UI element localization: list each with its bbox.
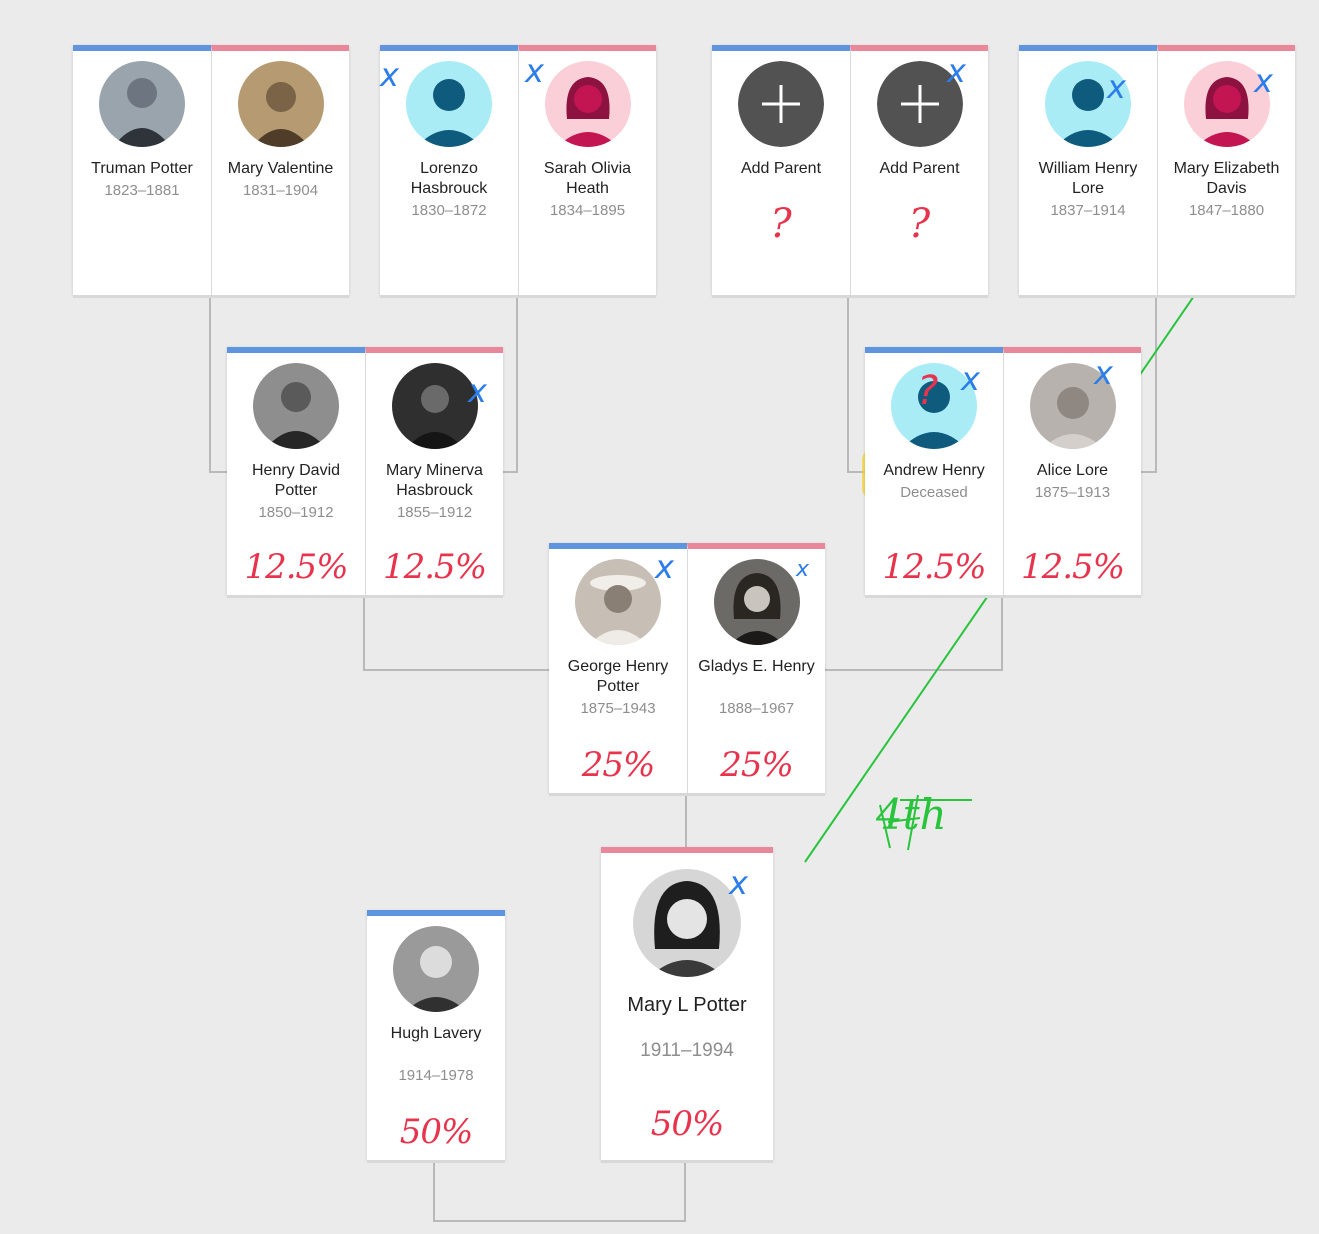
person-name: Lorenzo Hasbrouck	[410, 160, 488, 197]
person-card-mary-l-potter[interactable]: Mary L Potter 1911–1994 50% x	[601, 847, 773, 1160]
couple-card: Add Parent ? Add Parent ? x	[712, 45, 988, 295]
male-silhouette-icon	[891, 363, 977, 449]
person-years: 1875–1913	[1034, 484, 1111, 501]
cross-annotation: x	[380, 56, 399, 94]
female-silhouette-icon	[544, 61, 631, 147]
person-name: William Henry Lore	[1038, 160, 1138, 197]
dna-percent-annotation: 12.5%	[1020, 547, 1125, 587]
person-card-george-henry-potter[interactable]: George Henry Potter 1875–1943 25% x	[549, 543, 687, 793]
male-silhouette-icon	[406, 61, 492, 147]
photo-avatar	[575, 559, 661, 645]
person-card-sarah-olivia-heath[interactable]: Sarah Olivia Heath 1834–1895 x	[518, 45, 656, 295]
person-name: Sarah Olivia Heath	[543, 160, 632, 197]
photo-avatar	[237, 61, 324, 147]
add-parent-label: Add Parent	[740, 160, 822, 177]
photo-avatar	[253, 363, 339, 449]
person-card-lorenzo-hasbrouck[interactable]: Lorenzo Hasbrouck 1830–1872 x	[380, 45, 518, 295]
person-years: 1888–1967	[718, 700, 795, 717]
person-name: Mary Minerva Hasbrouck	[386, 462, 483, 499]
female-silhouette-icon	[1183, 61, 1270, 147]
person-years: 1875–1943	[580, 700, 656, 717]
person-name: Mary Elizabeth Davis	[1173, 160, 1280, 197]
photo-avatar	[393, 926, 479, 1012]
person-name: Gladys E. Henry	[698, 658, 815, 675]
add-icon	[876, 61, 963, 147]
person-years: 1850–1912	[258, 504, 334, 521]
person-name: Henry David Potter	[251, 462, 341, 499]
photo-avatar	[391, 363, 478, 449]
person-years: 1911–1994	[640, 1040, 734, 1061]
person-name: Truman Potter	[91, 160, 193, 177]
person-years: 1831–1904	[242, 182, 319, 199]
question-annotation: ?	[917, 368, 939, 414]
person-years: 1834–1895	[549, 202, 626, 219]
person-card-alice-lore[interactable]: Alice Lore 1875–1913 12.5% x	[1003, 347, 1141, 595]
person-card-hugh-lavery[interactable]: Hugh Lavery 1914–1978 50%	[367, 910, 505, 1160]
cross-annotation: x	[961, 360, 980, 398]
person-name: Alice Lore	[1036, 462, 1109, 479]
question-annotation: ?	[908, 201, 931, 247]
add-parent-label: Add Parent	[879, 160, 960, 177]
male-silhouette-icon	[1045, 61, 1131, 147]
person-card-henry-david-potter[interactable]: Henry David Potter 1850–1912 12.5%	[227, 347, 365, 595]
dna-percent-annotation: 12.5%	[382, 547, 487, 587]
person-years: 1830–1872	[411, 202, 487, 219]
person-card-truman-potter[interactable]: Truman Potter 1823–1881	[73, 45, 211, 295]
green-generation-annotation: 4th	[876, 790, 947, 839]
focus-person-card: Mary L Potter 1911–1994 50% x	[601, 847, 773, 1160]
person-name: Mary Valentine	[227, 160, 334, 177]
person-years: 1837–1914	[1050, 202, 1126, 219]
person-card-gladys-e-henry[interactable]: Gladys E. Henry 1888–1967 25% x	[687, 543, 825, 793]
photo-avatar	[1029, 363, 1116, 449]
dna-percent-annotation: 12.5%	[882, 547, 986, 587]
add-parent-button[interactable]: Add Parent ? x	[850, 45, 988, 295]
cross-annotation: x	[1254, 62, 1273, 100]
person-status: Deceased	[900, 484, 968, 501]
couple-card: Andrew Henry Deceased 12.5% x ? Alice Lo…	[865, 347, 1141, 595]
add-parent-button[interactable]: Add Parent ?	[712, 45, 850, 295]
person-card-mary-minerva-hasbrouck[interactable]: Mary Minerva Hasbrouck 1855–1912 12.5% x	[365, 347, 503, 595]
dna-percent-annotation: 12.5%	[244, 547, 348, 587]
photo-avatar	[99, 61, 185, 147]
person-card-andrew-henry[interactable]: Andrew Henry Deceased 12.5% x ?	[865, 347, 1003, 595]
cross-annotation: x	[796, 557, 810, 582]
couple-card: George Henry Potter 1875–1943 25% x Glad…	[549, 543, 825, 793]
couple-card: William Henry Lore 1837–1914 x Mary Eliz…	[1019, 45, 1295, 295]
cross-annotation: x	[947, 52, 966, 90]
spouse-card: Hugh Lavery 1914–1978 50%	[367, 910, 505, 1160]
person-card-william-henry-lore[interactable]: William Henry Lore 1837–1914 x	[1019, 45, 1157, 295]
person-name: Hugh Lavery	[390, 1025, 482, 1042]
dna-percent-annotation: 25%	[581, 745, 656, 785]
cross-annotation: x	[729, 864, 748, 902]
person-name: Andrew Henry	[883, 462, 985, 479]
question-annotation: ?	[770, 201, 792, 247]
dna-percent-annotation: 25%	[720, 745, 794, 785]
cross-annotation: x	[655, 548, 674, 586]
dna-percent-annotation: 50%	[399, 1112, 474, 1152]
add-icon	[738, 61, 824, 147]
couple-card: Truman Potter 1823–1881 Mary Valentine 1…	[73, 45, 349, 295]
focus-person-name: Mary L Potter	[627, 994, 747, 1016]
person-name: George Henry Potter	[567, 658, 669, 695]
cross-annotation: x	[525, 52, 544, 90]
photo-avatar	[633, 869, 741, 977]
person-years: 1855–1912	[396, 504, 473, 521]
person-years: 1914–1978	[398, 1067, 474, 1084]
person-years: 1847–1880	[1188, 202, 1265, 219]
cross-annotation: x	[1107, 68, 1126, 106]
person-card-mary-valentine[interactable]: Mary Valentine 1831–1904	[211, 45, 349, 295]
cross-annotation: x	[468, 372, 487, 410]
photo-avatar	[713, 559, 800, 645]
cross-annotation: x	[1094, 354, 1113, 392]
couple-card: Lorenzo Hasbrouck 1830–1872 x Sarah Oliv…	[380, 45, 656, 295]
person-years: 1823–1881	[104, 182, 180, 199]
couple-card: Henry David Potter 1850–1912 12.5% Mary …	[227, 347, 503, 595]
person-card-mary-elizabeth-davis[interactable]: Mary Elizabeth Davis 1847–1880 x	[1157, 45, 1295, 295]
dna-percent-annotation: 50%	[650, 1104, 725, 1144]
